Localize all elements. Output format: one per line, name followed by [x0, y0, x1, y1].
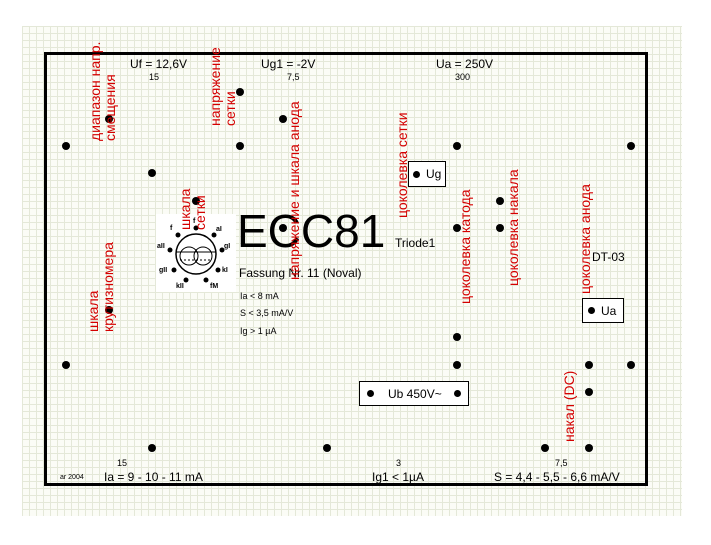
- pin-label: gII: [159, 267, 167, 274]
- ug1-scale: 7,5: [287, 72, 300, 82]
- tube-code: DT-03: [592, 250, 625, 264]
- anode-socket-annotation: цоколевка анода: [577, 184, 593, 294]
- heater-dc-annotation: накал (DC): [561, 370, 577, 442]
- author-label: ar 2004: [60, 474, 84, 481]
- spec-s: S < 3,5 mA/V: [240, 308, 294, 318]
- ua-label: Ua = 250V: [436, 57, 494, 71]
- connection-dot: [453, 142, 461, 150]
- ub-terminal-label: Ub 450V~: [388, 386, 442, 401]
- ug-terminal-label: Ug: [426, 167, 442, 181]
- connection-dot: [627, 361, 635, 369]
- pin-label: fM: [210, 283, 218, 290]
- connection-dot: [585, 444, 593, 452]
- pin-label: f: [193, 218, 196, 225]
- grid-voltage-annotation: напряжение сетки: [207, 47, 238, 126]
- terminal-dot: [413, 170, 420, 178]
- grid-scale-annotation: шкала сетки: [177, 188, 208, 230]
- ug-terminal-box: Ug: [408, 161, 446, 187]
- connection-dot: [453, 361, 461, 369]
- ia-scale: 15: [117, 458, 128, 468]
- tube-card: [44, 52, 648, 486]
- ug1-label: Ug1 = -2V: [261, 57, 316, 71]
- pin-label: kI: [222, 267, 228, 274]
- spec-ia: Ia < 8 mA: [240, 291, 279, 301]
- connection-dot: [279, 224, 287, 232]
- tube-name: ECC81: [237, 205, 386, 257]
- connection-dot: [62, 361, 70, 369]
- pin-label: f: [170, 225, 173, 232]
- terminal-dot: [367, 390, 374, 397]
- connection-dot: [105, 306, 113, 314]
- connection-dot: [236, 142, 244, 150]
- connection-dot: [236, 88, 244, 96]
- tube-pinout-diagram: f aI gI kI fM kII gII aII f: [156, 214, 236, 292]
- pin-label: kII: [176, 283, 184, 290]
- s-scale: 7,5: [555, 458, 568, 468]
- ig1-scale: 3: [396, 458, 402, 468]
- connection-dot: [105, 115, 113, 123]
- connection-dot: [627, 142, 635, 150]
- heater-socket-annotation: цоколевка накала: [505, 169, 521, 286]
- s-label: S = 4,4 - 5,5 - 6,6 mA/V: [494, 470, 620, 484]
- ia-label: Ia = 9 - 10 - 11 mA: [104, 470, 203, 484]
- grid-background: [22, 26, 682, 516]
- pin-label: aII: [157, 243, 165, 250]
- connection-dot: [541, 444, 549, 452]
- connection-dot: [279, 115, 287, 123]
- uf-scale: 15: [149, 72, 160, 82]
- spec-ig: Ig > 1 µA: [240, 326, 277, 336]
- transconductance-scale-annotation: шкала крутизномера: [85, 242, 116, 332]
- voltage-anode-scale-annotation: напряжение и шкала анода: [286, 101, 302, 280]
- connection-dot: [192, 197, 200, 205]
- ua-terminal-box: Ua: [582, 298, 624, 323]
- uf-label: Uf = 12,6V: [130, 57, 188, 71]
- connection-dot: [585, 361, 593, 369]
- connection-dot: [453, 224, 461, 232]
- connection-dot: [585, 388, 593, 396]
- connection-dot: [496, 197, 504, 205]
- ua-terminal-label: Ua: [601, 303, 617, 318]
- pin-label: aI: [216, 226, 222, 233]
- connection-dot: [496, 224, 504, 232]
- connection-dot: [148, 444, 156, 452]
- bias-range-annotation: диапазон напр. смещения: [87, 41, 118, 141]
- terminal-dot: [588, 307, 595, 314]
- connection-dot: [62, 142, 70, 150]
- grid-socket-annotation: цоколевка сетки: [394, 112, 410, 218]
- ig1-label: Ig1 < 1µA: [372, 470, 424, 484]
- terminal-dot: [454, 390, 461, 397]
- ua-scale: 300: [455, 72, 471, 82]
- connection-dot: [323, 444, 331, 452]
- connection-dot: [148, 169, 156, 177]
- tube-unit: Triode1: [395, 236, 436, 250]
- pin-label: gI: [224, 243, 230, 250]
- connection-dot: [453, 333, 461, 341]
- cathode-socket-annotation: цоколевка катода: [457, 189, 473, 304]
- tube-socket: Fassung Nr. 11 (Noval): [239, 266, 362, 280]
- ub-terminal-box: Ub 450V~: [359, 381, 469, 406]
